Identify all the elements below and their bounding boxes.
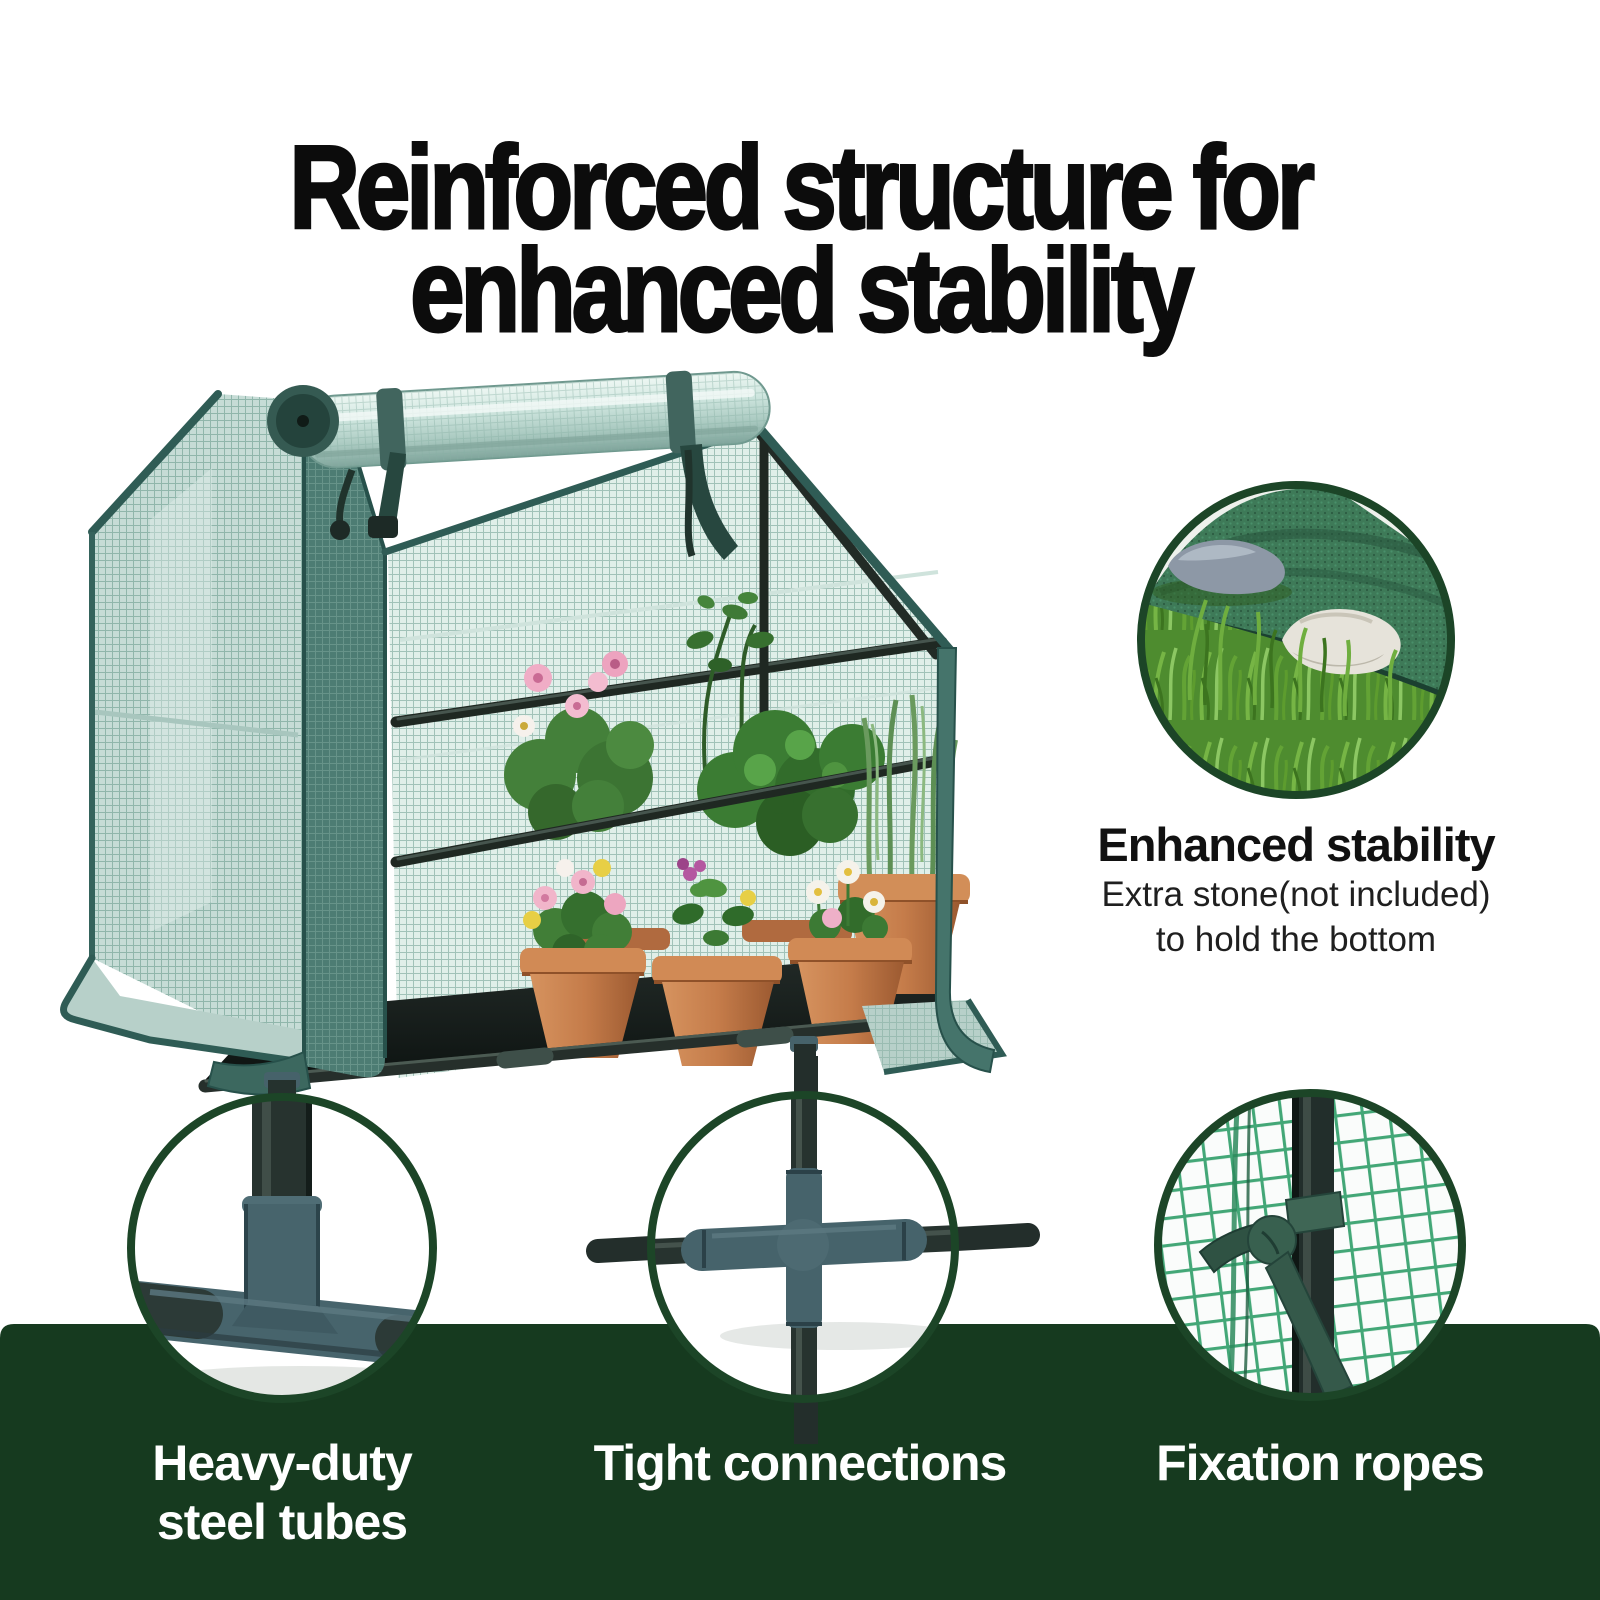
rope-detail-photo xyxy=(1154,1089,1466,1401)
headline: Reinforced structure for enhanced stabil… xyxy=(136,122,1464,358)
left-mesh-panel xyxy=(60,390,306,1066)
right-trim xyxy=(934,647,996,1074)
rolled-up-door xyxy=(267,370,771,560)
feature-caption-steel-tubes-line-2: steel tubes xyxy=(156,1494,408,1550)
connection-detail-photo xyxy=(586,1056,1040,1444)
feature-caption-tight-connections: Tight connections xyxy=(540,1434,1060,1493)
stability-detail-photo xyxy=(1137,481,1455,799)
greenhouse-photo xyxy=(60,370,1007,1100)
stability-caption: Enhanced stability Extra stone(not inclu… xyxy=(1066,818,1526,962)
geranium-plant xyxy=(504,651,670,950)
feature-caption-fixation-ropes-line-1: Fixation ropes xyxy=(1156,1435,1485,1491)
stability-detail-line-1: Extra stone(not included) xyxy=(1101,875,1491,914)
headline-line-2: enhanced stability xyxy=(409,225,1195,358)
headline-line-1: Reinforced structure for xyxy=(288,122,1316,255)
feature-caption-tight-connections-line-1: Tight connections xyxy=(593,1435,1008,1491)
white-daisy-pot xyxy=(788,860,912,1044)
daisy-pot-left xyxy=(520,859,646,1058)
feature-caption-fixation-ropes: Fixation ropes xyxy=(1060,1434,1580,1493)
tall-shrub-plant xyxy=(686,592,774,771)
footer-band xyxy=(0,1324,1600,1600)
stability-detail-line-2: to hold the bottom xyxy=(1155,920,1437,959)
feature-caption-steel-tubes-line-1: Heavy-duty xyxy=(152,1435,413,1491)
rope-circle-ring xyxy=(1154,1089,1466,1401)
connection-circle-ring xyxy=(647,1091,959,1403)
stability-circle-ring xyxy=(1137,481,1455,799)
stability-heading: Enhanced stability xyxy=(1097,818,1495,871)
feature-caption-steel-tubes: Heavy-duty steel tubes xyxy=(32,1434,532,1552)
steel-tube-circle-ring xyxy=(127,1093,437,1403)
steel-tube-detail-photo xyxy=(127,1093,437,1403)
